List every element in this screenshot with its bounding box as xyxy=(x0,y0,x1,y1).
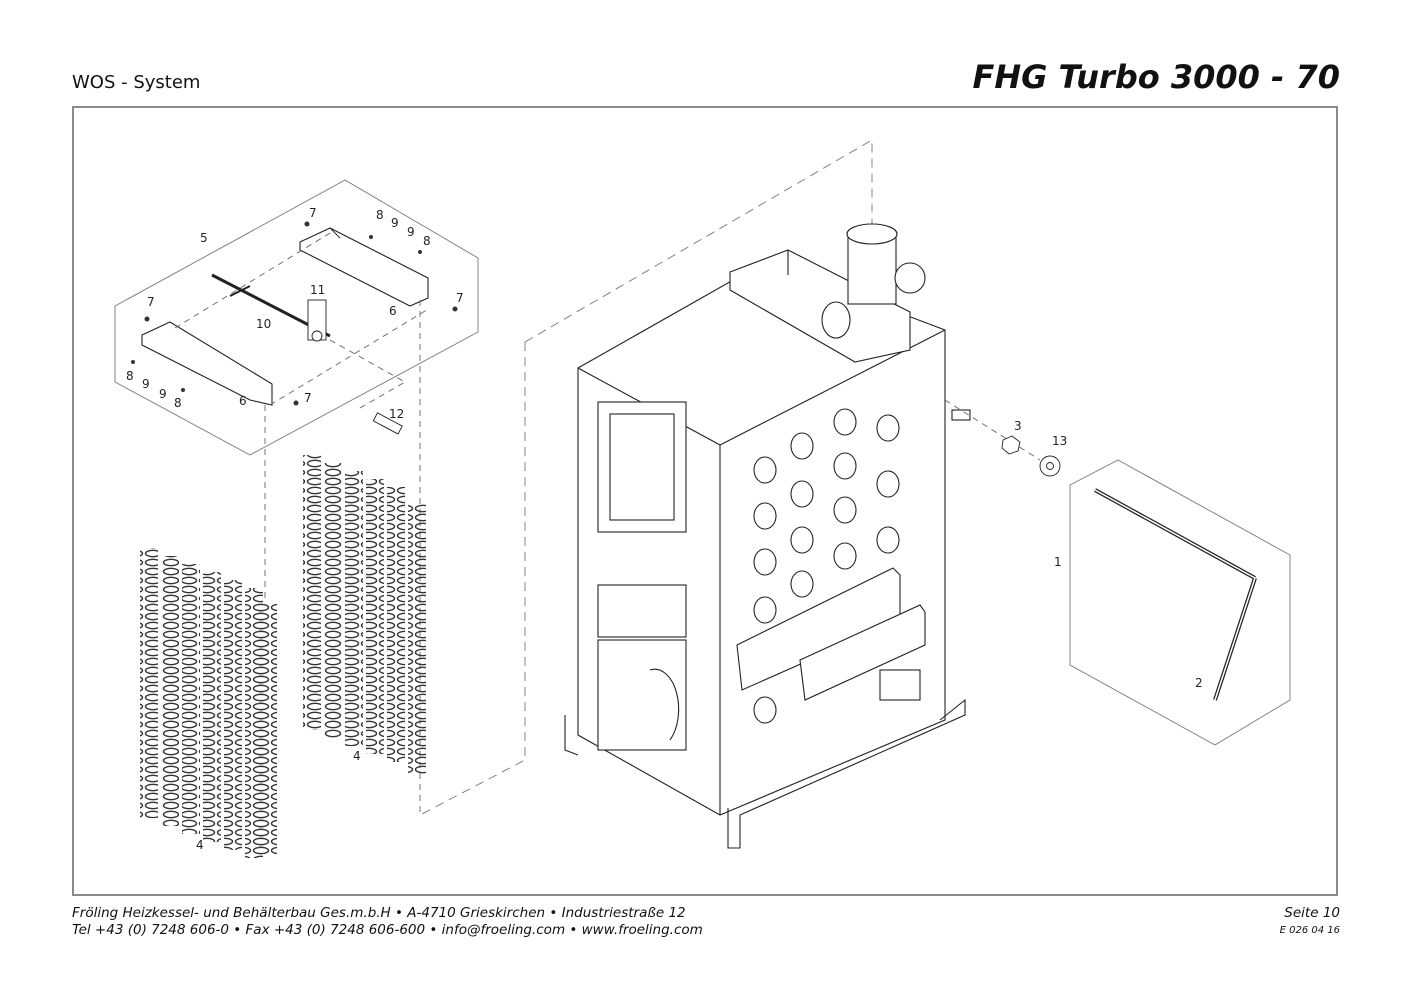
callout-4: 4 xyxy=(353,749,361,763)
callout-10: 10 xyxy=(256,317,271,331)
callout-4: 4 xyxy=(196,838,204,852)
callout-7: 7 xyxy=(456,291,464,305)
callout-3: 3 xyxy=(1014,419,1022,433)
callout-8: 8 xyxy=(376,208,384,222)
crank-handle-group xyxy=(944,399,1291,746)
callout-11: 11 xyxy=(310,283,325,297)
callout-6: 6 xyxy=(239,394,247,408)
callout-5: 5 xyxy=(200,231,208,245)
callout-8: 8 xyxy=(423,234,431,248)
callout-2: 2 xyxy=(1195,676,1203,690)
callout-9: 9 xyxy=(391,216,399,230)
section-subtitle: WOS - System xyxy=(72,72,201,93)
callout-9: 9 xyxy=(142,377,150,391)
callout-9: 9 xyxy=(407,225,415,239)
callout-1: 1 xyxy=(1054,555,1062,569)
callout-12: 12 xyxy=(389,407,404,421)
callout-9: 9 xyxy=(159,387,167,401)
document-number: E 026 04 16 xyxy=(1279,925,1340,936)
callout-7: 7 xyxy=(147,295,155,309)
footer-contact: Tel +43 (0) 7248 606-0 • Fax +43 (0) 724… xyxy=(72,922,703,938)
callout-6: 6 xyxy=(389,304,397,318)
turbulator-springs-left xyxy=(140,548,277,858)
document-title: FHG Turbo 3000 - 70 xyxy=(972,58,1341,96)
footer-company-address: Fröling Heizkessel- und Behälterbau Ges.… xyxy=(72,905,686,921)
part-callouts: 5 7 8 9 9 8 7 11 6 7 10 8 9 9 8 6 7 12 4… xyxy=(126,206,1203,852)
callout-8: 8 xyxy=(126,369,134,383)
page-number: Seite 10 xyxy=(1284,905,1340,921)
boiler-body xyxy=(419,139,971,849)
callout-7: 7 xyxy=(304,391,312,405)
callout-8: 8 xyxy=(174,396,182,410)
callout-13: 13 xyxy=(1052,434,1067,448)
callout-7: 7 xyxy=(309,206,317,220)
drawing-frame xyxy=(72,106,1338,896)
turbulator-springs-right xyxy=(303,455,426,774)
